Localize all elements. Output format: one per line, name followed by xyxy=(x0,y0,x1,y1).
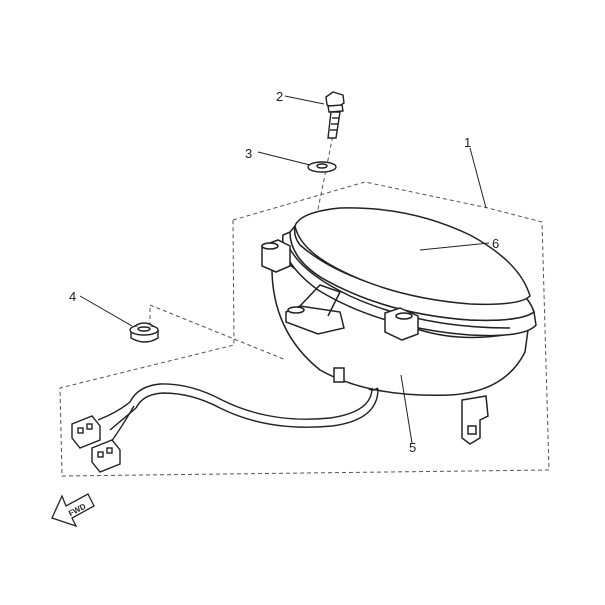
callout-3: 3 xyxy=(245,146,252,161)
instrument-housing xyxy=(261,207,537,445)
bolt-part xyxy=(325,91,345,139)
assembly-boundary xyxy=(59,181,550,477)
harness-connectors xyxy=(71,415,121,473)
grommet-part xyxy=(129,322,159,343)
callout-6: 6 xyxy=(492,236,499,251)
callout-5: 5 xyxy=(409,440,416,455)
wiring-harness xyxy=(97,383,379,447)
bolt-axis-dashed xyxy=(295,129,335,319)
callout-1: 1 xyxy=(464,135,471,150)
washer-part xyxy=(307,161,337,173)
leader-lines xyxy=(79,95,490,444)
forward-arrow-icon: FWD xyxy=(51,493,95,528)
lens-cover-part xyxy=(294,207,531,306)
callout-4: 4 xyxy=(69,289,76,304)
callout-2: 2 xyxy=(276,89,283,104)
grommet-leader-dashed xyxy=(149,304,287,361)
